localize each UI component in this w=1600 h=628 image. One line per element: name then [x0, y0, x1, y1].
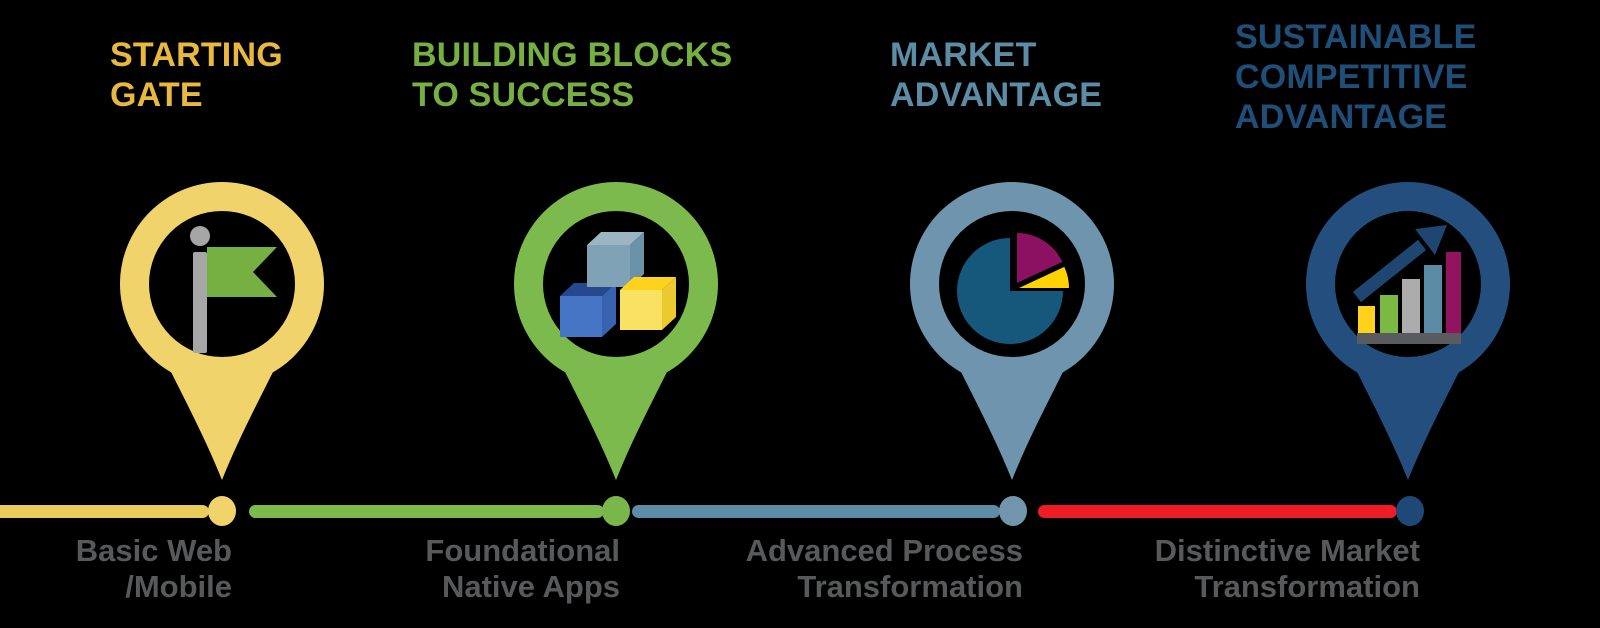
timeline-segment-3: [632, 505, 1000, 518]
stage-title-starting-gate: STARTING GATE: [110, 36, 283, 114]
growth-chart-icon: [1352, 225, 1461, 344]
stage-label-basic-web-mobile: Basic Web /Mobile: [75, 533, 232, 604]
location-pin-building-blocks: [514, 182, 718, 480]
timeline-segment-2: [249, 505, 604, 518]
flag-icon: [190, 226, 277, 353]
location-pin-market-advantage: [910, 182, 1114, 480]
timeline-segment-4: [1038, 505, 1397, 518]
stage-title-market-advantage: MARKET ADVANTAGE: [890, 36, 1103, 114]
stage-title-sustainable-advantage: SUSTAINABLE COMPETITIVE ADVANTAGE: [1235, 18, 1477, 136]
pie-chart-icon: [957, 233, 1069, 344]
pin-shape: [514, 182, 718, 480]
pin-shape: [1306, 182, 1510, 480]
cubes-icon: [560, 232, 676, 337]
stage-label-distinctive-market-transformation: Distinctive Market Transformation: [1154, 533, 1420, 604]
timeline-dot-3: [999, 496, 1027, 526]
pin-shape: [120, 182, 324, 480]
timeline-dot-2: [602, 496, 630, 526]
timeline-segment-1: [0, 505, 209, 518]
timeline-dot-4: [1396, 496, 1424, 526]
location-pin-starting-gate: [120, 182, 324, 480]
stage-title-building-blocks: BUILDING BLOCKS TO SUCCESS: [412, 36, 733, 114]
stage-label-foundational-native-apps: Foundational Native Apps: [425, 533, 620, 604]
stage-label-advanced-process-transformation: Advanced Process Transformation: [745, 533, 1023, 604]
timeline-dot-1: [208, 496, 236, 526]
pin-shape: [910, 182, 1114, 480]
location-pin-sustainable-advantage: [1306, 182, 1510, 480]
